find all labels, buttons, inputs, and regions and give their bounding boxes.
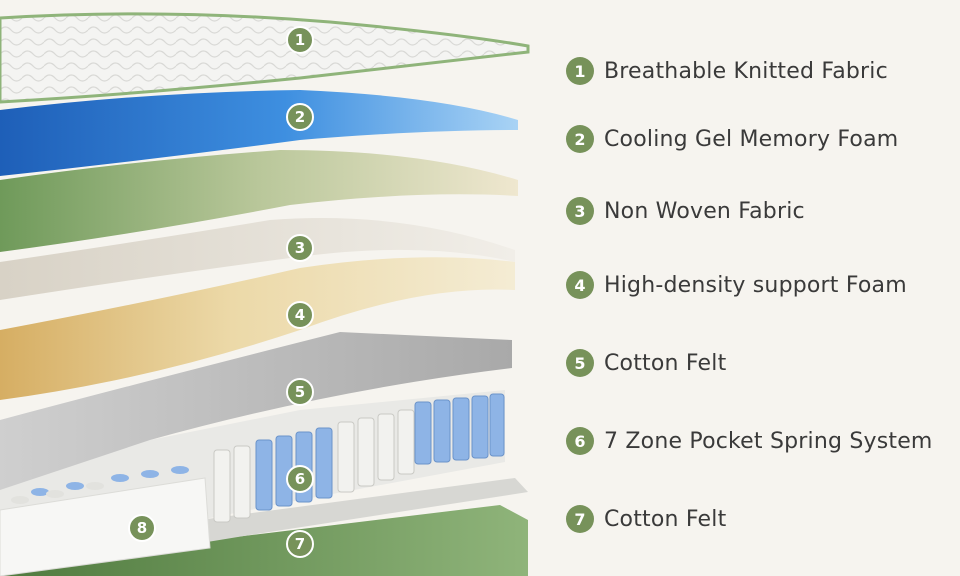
mattress-illustration — [0, 12, 530, 576]
layer-1-knit-fabric — [0, 12, 530, 104]
layer-5-cotton-felt — [0, 332, 512, 490]
legend-label-6: 7 Zone Pocket Spring System — [604, 428, 933, 454]
legend-label-2: Cooling Gel Memory Foam — [604, 126, 899, 152]
legend-number-4: 4 — [566, 271, 594, 299]
badge-layer-6: 6 — [286, 465, 314, 493]
legend-number-5: 5 — [566, 349, 594, 377]
badge-layer-4: 4 — [286, 301, 314, 329]
legend-label-3: Non Woven Fabric — [604, 198, 805, 224]
badge-layer-7: 7 — [286, 530, 314, 558]
badge-layer-3: 3 — [286, 234, 314, 262]
legend-label-7: Cotton Felt — [604, 506, 727, 532]
legend-number-1: 1 — [566, 57, 594, 85]
legend-label-4: High-density support Foam — [604, 272, 907, 298]
legend-item-4: 4 High-density support Foam — [566, 269, 907, 301]
legend-label-1: Breathable Knitted Fabric — [604, 58, 888, 84]
badge-layer-5: 5 — [286, 378, 314, 406]
legend-item-3: 3 Non Woven Fabric — [566, 195, 805, 227]
legend-label-5: Cotton Felt — [604, 350, 727, 376]
legend-item-5: 5 Cotton Felt — [566, 347, 726, 379]
legend-item-6: 6 7 Zone Pocket Spring System — [566, 425, 933, 457]
layer-2-gel-foam — [0, 90, 518, 176]
legend-number-3: 3 — [566, 197, 594, 225]
layer-cream-foam — [0, 150, 518, 252]
legend-item-2: 2 Cooling Gel Memory Foam — [566, 123, 898, 155]
legend-item-1: 1 Breathable Knitted Fabric — [566, 55, 888, 87]
badge-layer-2: 2 — [286, 103, 314, 131]
layer-4-support-foam — [0, 257, 515, 400]
layer-legend: 1 Breathable Knitted Fabric 2 Cooling Ge… — [566, 0, 960, 576]
legend-number-6: 6 — [566, 427, 594, 455]
layer-3-non-woven — [0, 218, 515, 300]
badge-layer-1: 1 — [286, 26, 314, 54]
badge-layer-8: 8 — [128, 514, 156, 542]
legend-number-7: 7 — [566, 505, 594, 533]
side-foam-block — [0, 477, 211, 576]
legend-number-2: 2 — [566, 125, 594, 153]
legend-item-7: 7 Cotton Felt — [566, 503, 726, 535]
